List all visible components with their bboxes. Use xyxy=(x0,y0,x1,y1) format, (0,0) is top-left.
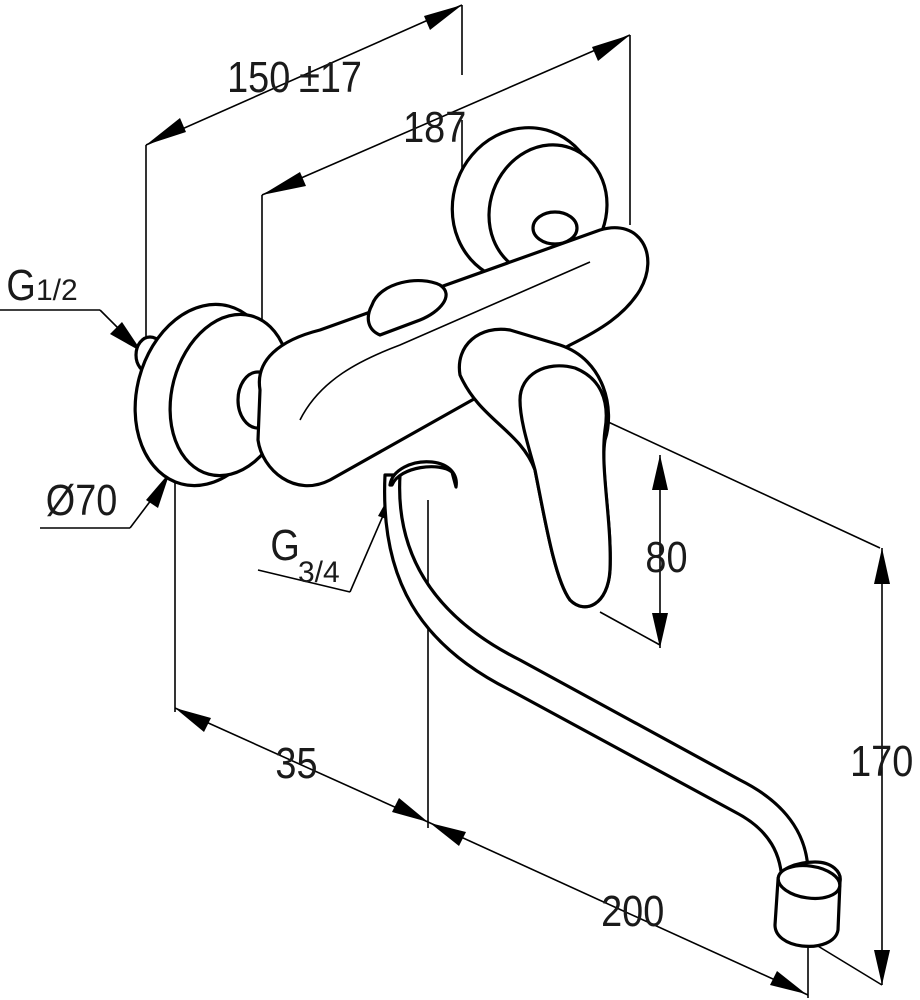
arrow-200-left xyxy=(430,823,466,846)
faucet-body xyxy=(133,126,842,948)
label-150: 150 xyxy=(227,52,290,101)
top-cap xyxy=(366,278,448,337)
arrow-150-left xyxy=(146,118,186,145)
dimension-labels: 150 ±17 187 G 1/2 Ø70 G 3/4 80 35 200 17… xyxy=(6,52,913,935)
body-highlight xyxy=(299,261,591,421)
arrow-170-bottom xyxy=(874,950,890,985)
dim-line-150 xyxy=(145,4,463,146)
label-g34-sub: 3/4 xyxy=(298,556,340,589)
main-body xyxy=(256,226,650,488)
arrow-g12 xyxy=(110,322,142,352)
arrow-170-top xyxy=(874,548,890,584)
arrow-80-bottom xyxy=(652,613,668,648)
outlet-collar xyxy=(388,460,458,489)
arrow-80-top xyxy=(652,455,668,490)
label-d70: Ø70 xyxy=(46,475,117,524)
spout xyxy=(382,473,842,948)
arrow-d70 xyxy=(146,472,170,508)
ext-line-80-top xyxy=(577,407,881,549)
label-35: 35 xyxy=(275,738,317,787)
ext-line-80-bottom xyxy=(599,611,661,646)
label-187: 187 xyxy=(403,102,466,151)
arrow-187-left xyxy=(262,172,306,195)
dim-line-187 xyxy=(261,34,631,196)
label-200: 200 xyxy=(601,886,664,935)
label-80: 80 xyxy=(645,532,687,581)
label-g12-main: G xyxy=(6,260,35,309)
dim-line-35 xyxy=(174,707,429,823)
label-g34-main: G xyxy=(270,520,299,569)
arrow-35-right xyxy=(392,798,428,822)
lever-handle xyxy=(457,327,612,609)
label-g12-sub: 1/2 xyxy=(36,274,78,307)
label-150-tolerance: ±17 xyxy=(299,52,362,101)
ext-line-170-bottom xyxy=(807,939,883,986)
leader-g34-underline xyxy=(257,569,351,593)
dimension-lines xyxy=(0,4,890,998)
arrow-150-right xyxy=(424,5,462,30)
arrow-187-right xyxy=(592,35,630,61)
arrow-200-right xyxy=(770,971,806,994)
dim-line-200 xyxy=(427,821,809,996)
label-170: 170 xyxy=(850,736,913,785)
arrow-35-left xyxy=(175,708,211,732)
